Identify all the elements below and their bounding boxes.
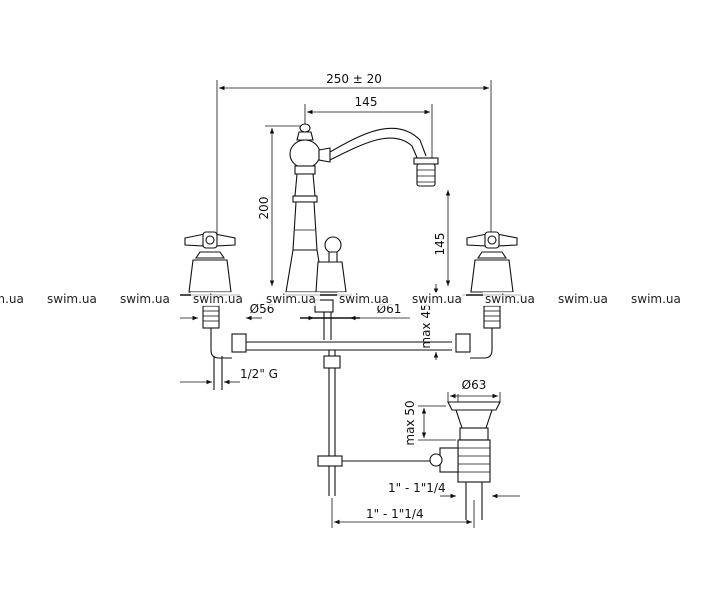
watermark-backdrop — [191, 292, 247, 306]
watermark-backdrop — [556, 292, 612, 306]
dimension-drain-thickness: max 50 — [403, 400, 456, 446]
watermark-text: swim.ua — [558, 292, 608, 306]
watermark-text: swim.ua — [339, 292, 389, 306]
left-valve — [180, 231, 247, 390]
connection-thread-label: 1/2" G — [240, 367, 278, 381]
watermark-backdrop — [264, 292, 320, 306]
spout-reach-label: 145 — [355, 95, 378, 109]
watermark-backdrop — [337, 292, 393, 306]
watermark-text: swim.ua — [412, 292, 462, 306]
spout-height-label: 145 — [433, 233, 447, 256]
drain-thread-label: 1" - 1"1/4 — [388, 481, 446, 495]
watermark-backdrop — [629, 292, 685, 306]
drain-assembly — [429, 394, 501, 520]
watermark-text: swim.ua — [485, 292, 535, 306]
watermark-backdrop — [483, 292, 539, 306]
watermark-backdrop — [45, 292, 101, 306]
dimension-spout-height: 145 — [433, 190, 451, 286]
dimension-drain-diameter: Ø63 — [447, 378, 501, 402]
drain-diameter-label: Ø63 — [462, 378, 487, 392]
watermark-backdrop — [0, 292, 28, 306]
watermark-text: swim.ua — [266, 292, 316, 306]
watermark-backdrop — [118, 292, 174, 306]
watermark-text: swim.ua — [631, 292, 681, 306]
watermark-text: swim.ua — [193, 292, 243, 306]
drain-offset-label: 1" - 1"1/4 — [366, 507, 424, 521]
dimension-drain-offset: 1" - 1"1/4 — [331, 498, 475, 528]
total-width-label: 250 ± 20 — [326, 72, 382, 86]
dimension-drain-thread: 1" - 1"1/4 — [388, 481, 520, 499]
drain-thickness-label: max 50 — [403, 400, 417, 445]
dimension-height: 200 — [257, 125, 300, 286]
dimension-total-width: 250 ± 20 — [216, 72, 492, 240]
deck-thickness-label: max 45 — [419, 303, 433, 348]
watermark-backdrop — [410, 292, 466, 306]
watermark-text: swim.ua — [0, 292, 24, 306]
dimension-connection-thread: 1/2" G — [180, 367, 278, 385]
center-spout — [246, 123, 452, 496]
watermark-text: swim.ua — [120, 292, 170, 306]
watermark-row: swim.ua swim.ua swim.ua swim.ua swim.ua swim.… — [0, 292, 685, 306]
height-label: 200 — [257, 197, 271, 220]
right-valve — [455, 231, 522, 359]
watermark-text: swim.ua — [47, 292, 97, 306]
